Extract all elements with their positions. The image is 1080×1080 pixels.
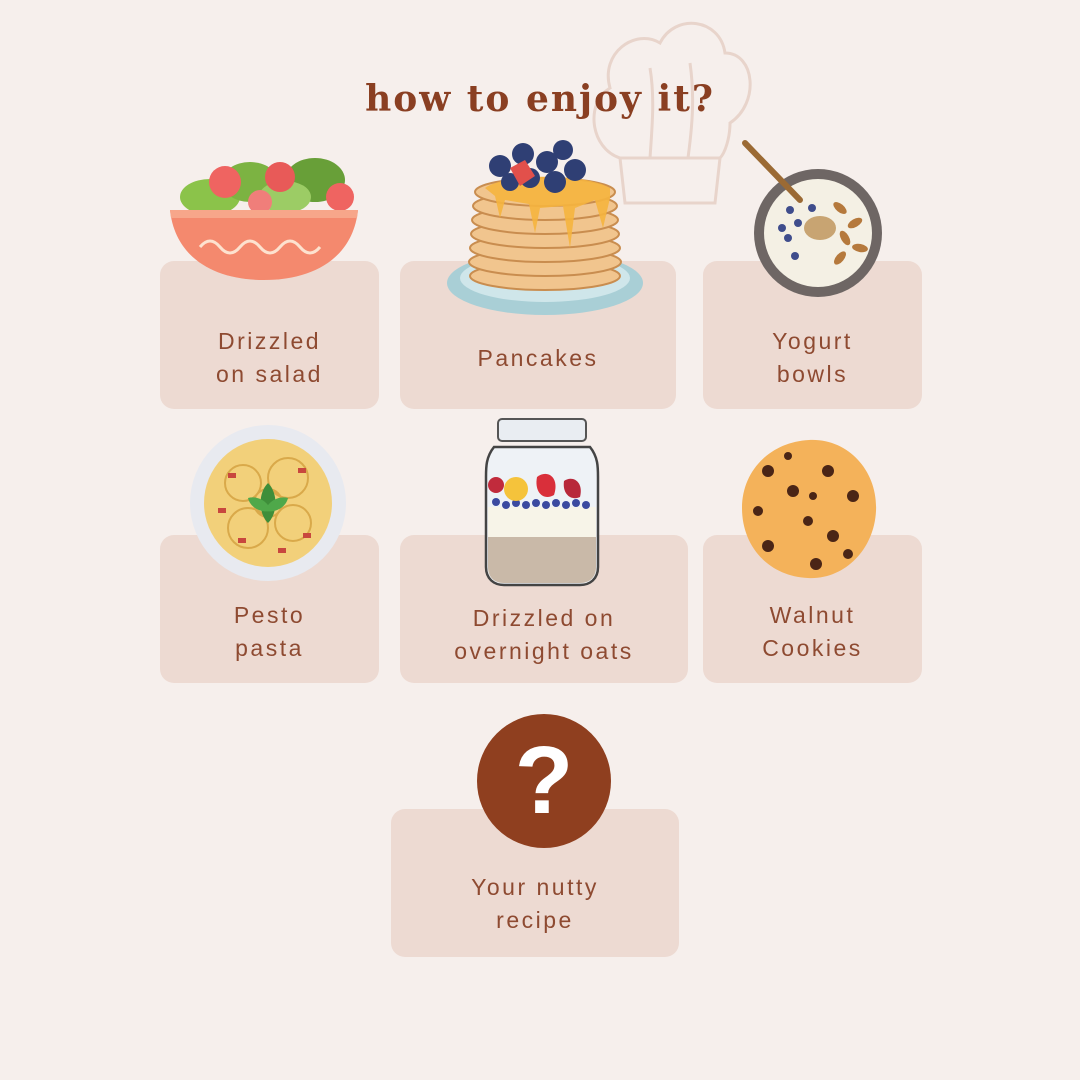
- card-label: Drizzled on overnight oats: [454, 605, 634, 664]
- page-title: how to enjoy it?: [365, 78, 715, 120]
- card-label: Pancakes: [477, 345, 599, 371]
- card-label: Drizzled on salad: [216, 328, 323, 387]
- chef-hat-icon: [592, 21, 752, 205]
- card-label: Walnut Cookies: [762, 602, 863, 661]
- yogurt-bowl-icon: [742, 140, 882, 297]
- question-mark-glyph: ?: [514, 727, 574, 834]
- card-salad: Drizzled on salad: [160, 261, 379, 409]
- card-label: Pesto pasta: [233, 602, 306, 661]
- card-label: Yogurt bowls: [772, 328, 853, 387]
- pasta-plate-icon: [190, 425, 346, 581]
- card-label: Your nutty recipe: [471, 874, 599, 933]
- pancake-stack-icon: [447, 140, 643, 315]
- cookie-icon: [742, 439, 877, 579]
- overnight-oats-jar-icon: [484, 418, 600, 587]
- question-mark-icon: ?: [477, 714, 611, 848]
- salad-bowl-icon: [170, 158, 358, 280]
- card-cookies: Walnut Cookies: [703, 535, 922, 683]
